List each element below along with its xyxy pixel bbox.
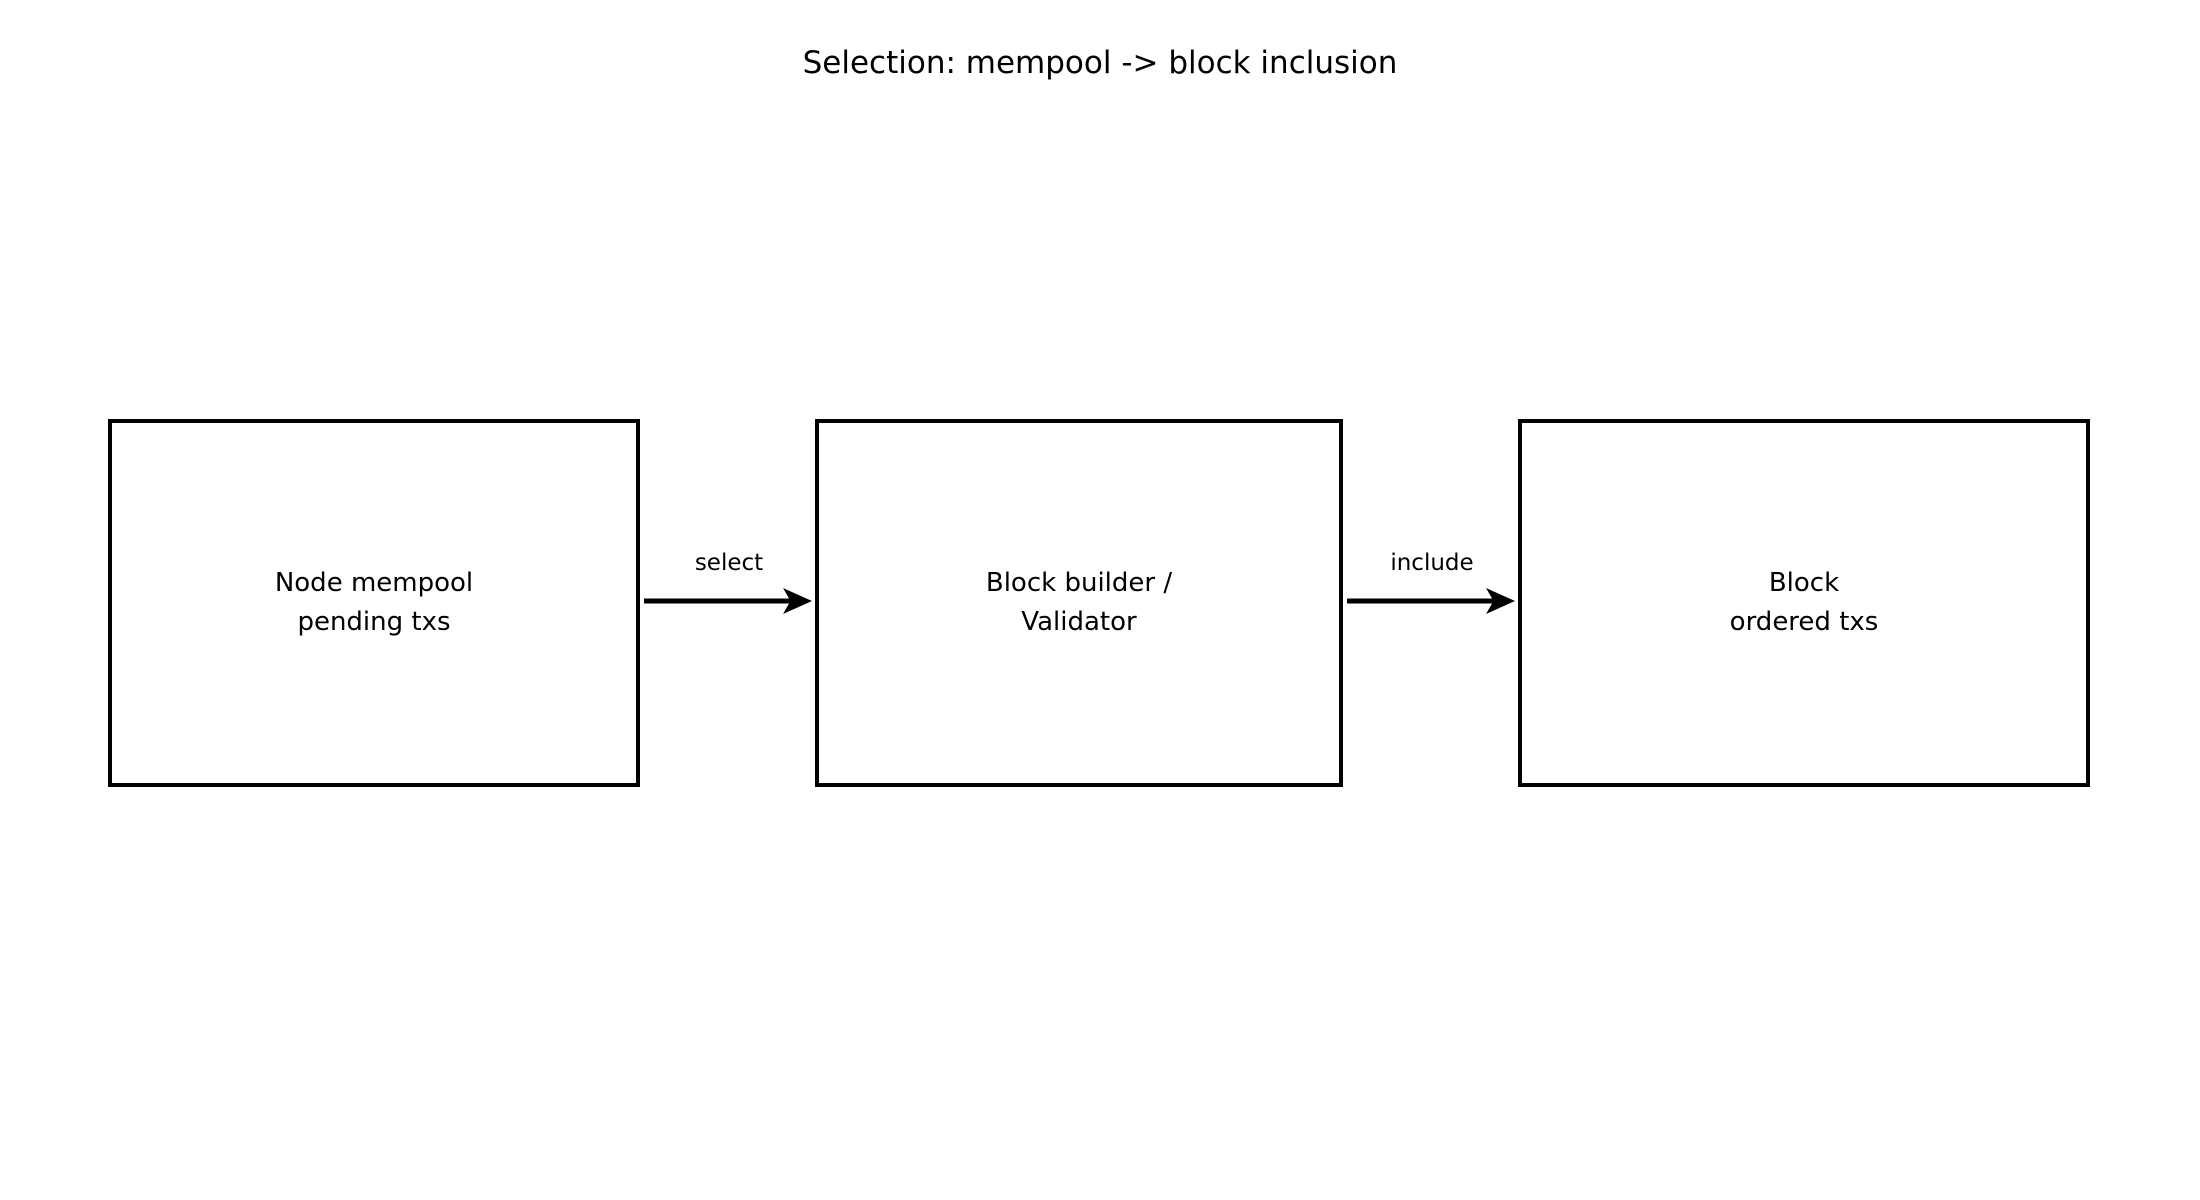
node-box-builder: Block builder / Validator	[815, 419, 1343, 787]
node-label-mempool: Node mempool pending txs	[274, 568, 474, 637]
arrow-include-icon	[1347, 588, 1515, 614]
edge-label-include: include	[1390, 550, 1474, 576]
node-box-mempool: Node mempool pending txs	[108, 419, 640, 787]
edge-include: include	[1347, 550, 1517, 621]
edge-label-select: select	[694, 550, 764, 576]
node-label-block: Block ordered txs	[1729, 568, 1879, 637]
node-box-block: Block ordered txs	[1518, 419, 2090, 787]
figure-title: Selection: mempool -> block inclusion	[802, 45, 1398, 81]
arrow-select-icon	[644, 588, 812, 614]
node-label-builder: Block builder / Validator	[985, 568, 1173, 637]
edge-select: select	[644, 550, 814, 621]
